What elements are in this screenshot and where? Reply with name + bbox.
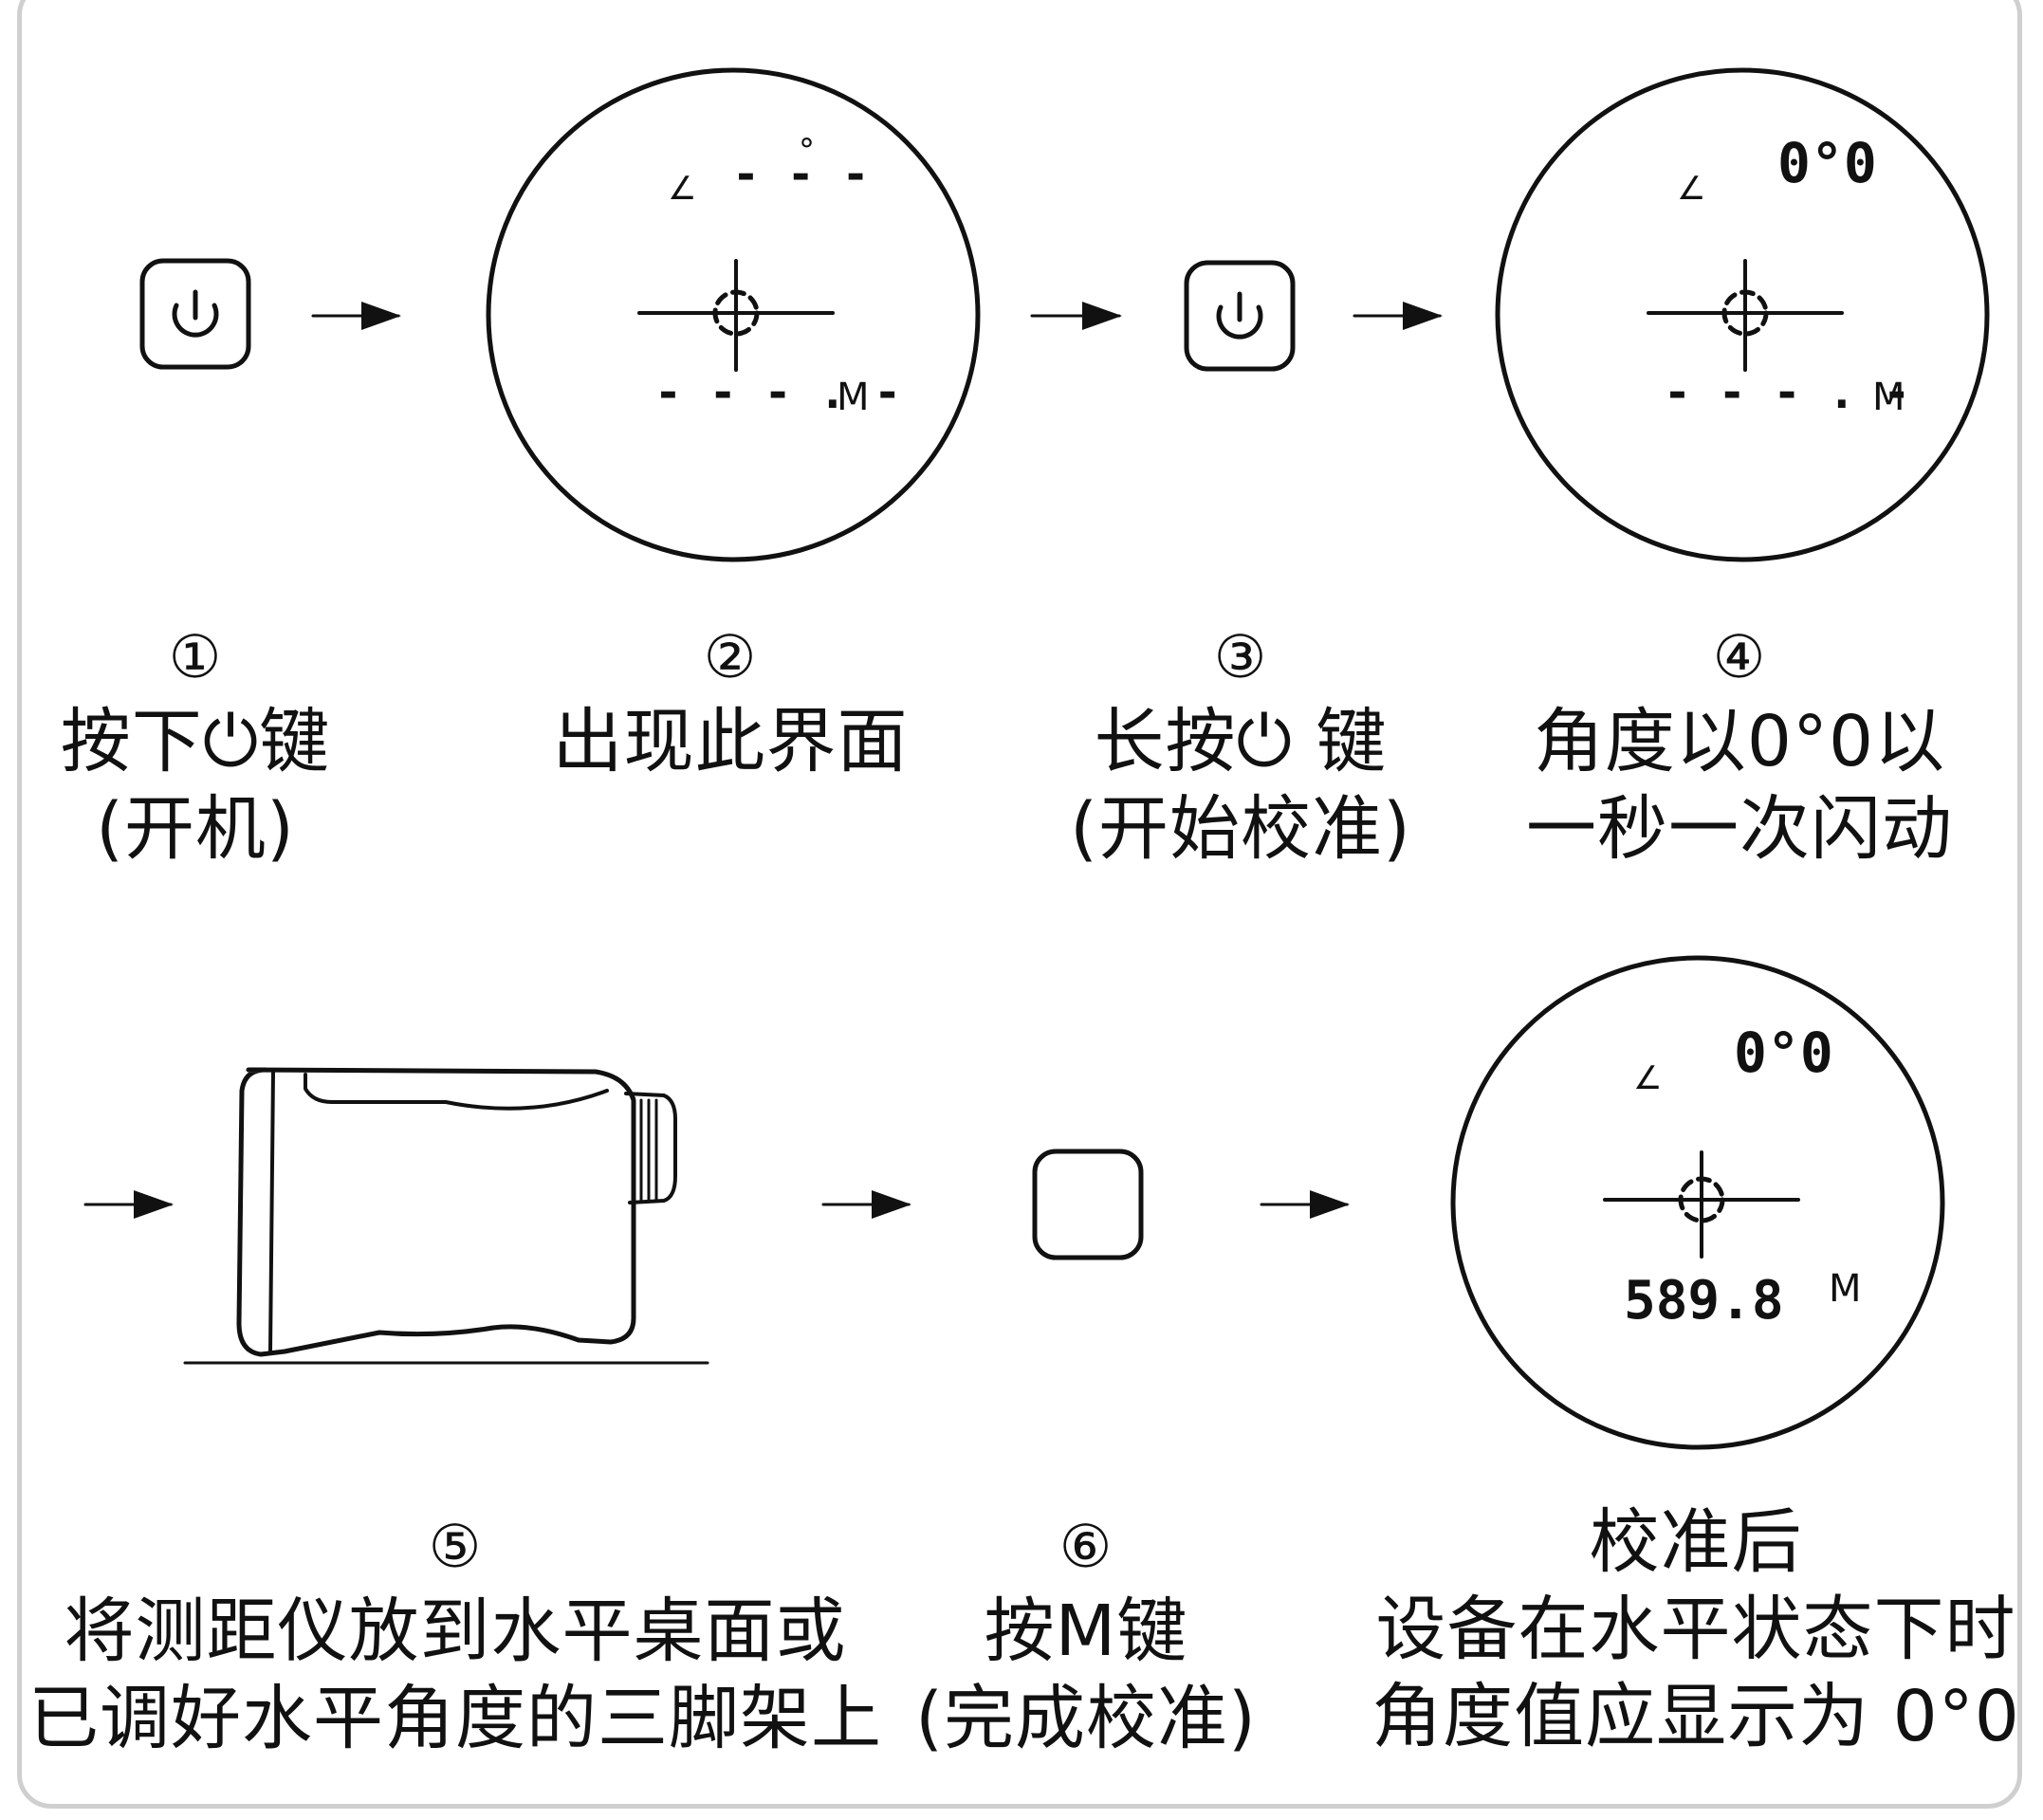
step-number: ② [703,622,758,691]
step-text: 按M键 [984,1590,1188,1672]
result-text: 设备在水平状态下时 [1375,1589,2016,1670]
step-6-caption: ⑥ 按M键 (完成校准) [915,1506,1257,1762]
step-text: 长按⏻ 键 [1094,701,1388,782]
step-subtext: 一秒一次闪动 [1526,788,1953,870]
angle-symbol: ∠ [668,170,696,208]
step-text: 将测距仪放到水平桌面或 [64,1590,847,1672]
step-4-caption: ④ 角度以0°0以 一秒一次闪动 [1526,616,1953,873]
angle-symbol: ∠ [1633,1059,1662,1097]
step-text: 出现此界面 [552,701,909,782]
distance-readout: 589.8 [1624,1270,1784,1332]
angle-symbol: ∠ [1677,170,1705,208]
power-button-icon [139,258,251,370]
power-button-icon [1184,260,1296,372]
step-1-caption: ① 按下⏻键 (开机) [61,616,331,873]
screen-2-display [486,67,981,562]
result-title: 校准后 [1589,1501,1803,1583]
step-subtext: (开始校准) [1070,788,1411,870]
step-number: ① [168,622,223,691]
step-number: ⑥ [1058,1512,1114,1581]
m-button-icon [1032,1149,1144,1260]
outer-frame [17,0,2022,1809]
distance-readout: - - - . - [1664,366,1910,419]
step-number: ④ [1712,622,1767,691]
step-subtext: (完成校准) [915,1678,1257,1759]
step-text: 角度以0°0以 [1533,701,1946,782]
result-caption: 校准后 设备在水平状态下时 角度值应显示为 0°0 [1371,1498,2020,1760]
step-subtext: 已调好水平角度的三脚架上 [28,1678,882,1759]
step-number: ⑤ [428,1512,483,1581]
step-2-caption: ② 出现此界面 [553,616,909,785]
step-number: ③ [1213,622,1268,691]
angle-readout: 0°0 [1777,131,1877,195]
distance-readout: - - - . - [654,366,901,419]
unit-label: M [1829,1267,1862,1311]
screen-7-display [1450,955,1945,1450]
screen-4-display [1495,67,1990,562]
degree-symbol: ° [799,132,815,170]
step-text: 按下⏻键 [60,701,331,782]
step-subtext: (开机) [96,788,295,870]
rangefinder-icon [183,1067,709,1365]
step-5-caption: ⑤ 将测距仪放到水平桌面或 已调好水平角度的三脚架上 [28,1506,882,1762]
unit-label: M [1872,376,1905,419]
step-3-caption: ③ 长按⏻ 键 (开始校准) [1070,616,1411,873]
unit-label: M [837,376,870,419]
angle-readout: - - - [732,148,870,201]
result-subtext: 角度值应显示为 0°0 [1371,1676,2020,1757]
angle-readout: 0°0 [1734,1020,1833,1085]
